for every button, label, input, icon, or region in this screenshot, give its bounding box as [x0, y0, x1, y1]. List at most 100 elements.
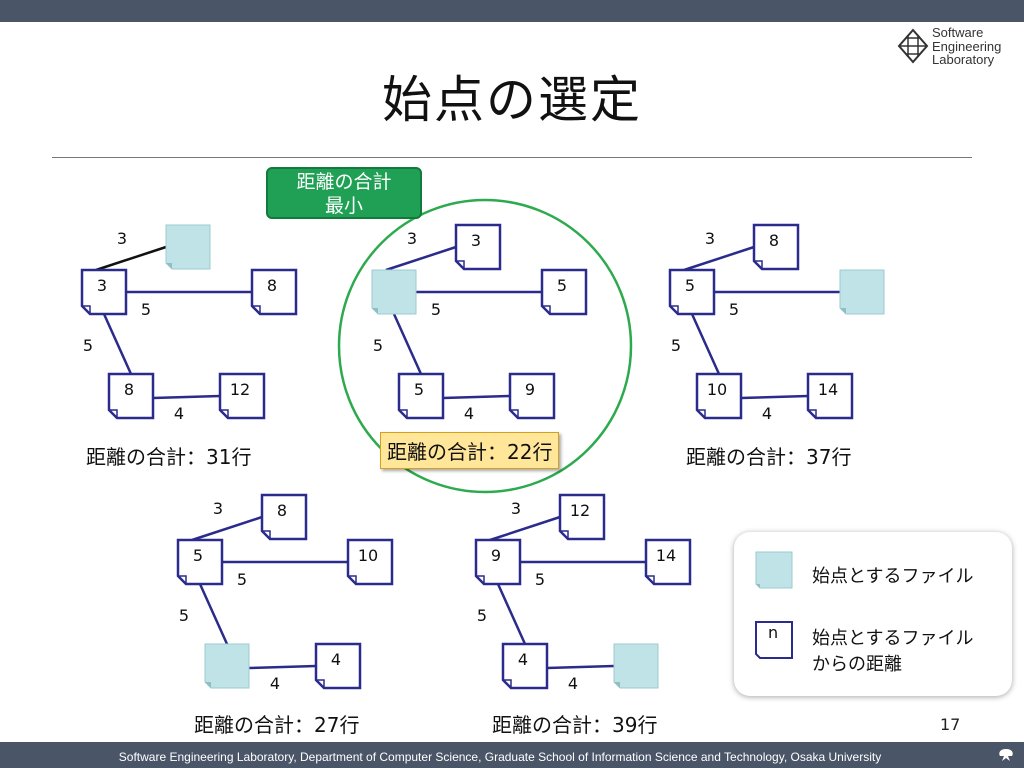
tree-5-total: 距離の合計：39行 [492, 713, 658, 737]
tree-5-file-right-label: 14 [656, 546, 676, 565]
tree-5-file-top: 12 [558, 493, 606, 541]
tree-4-start-file [204, 643, 250, 689]
tree-2-file-bottom-label: 5 [414, 380, 424, 399]
footer-bar: Software Engineering Laboratory, Departm… [0, 742, 1024, 768]
tree-2-file-leaf: 9 [508, 372, 556, 420]
title-rule [52, 157, 972, 158]
tree-1-edge-top [95, 245, 167, 272]
tree-3-weight-bottom: 5 [671, 336, 681, 355]
tree-1-total: 距離の合計：31行 [86, 445, 252, 469]
tree-5-weight-right: 5 [535, 570, 545, 589]
tree-5-file-top-label: 12 [570, 501, 590, 520]
tree-3-file-root: 5 [668, 268, 716, 316]
min-total-callout: 距離の合計 最小 [266, 167, 422, 219]
tree-5-edge-top [489, 515, 561, 542]
tree-3-file-leaf-label: 14 [818, 380, 838, 399]
tree-2-file-right: 5 [540, 268, 588, 316]
tree-2-file-top: 3 [454, 223, 502, 271]
legend-sample-label: n [768, 623, 779, 642]
tree-1: 3 5 5 4 3 8 8 12 [80, 224, 298, 423]
logo-line-1: Software [932, 25, 984, 40]
legend-markers [755, 551, 793, 659]
tree-5-weight-bottom: 5 [477, 606, 487, 625]
tree-1-file-bottom: 8 [107, 372, 155, 420]
tree-1-weight-top: 3 [117, 229, 127, 248]
tree-4-file-top: 8 [260, 493, 308, 541]
tree-4-edge-bottom [198, 583, 229, 645]
tree-3-total: 距離の合計：37行 [686, 445, 852, 469]
tree-3-weight-right: 5 [729, 300, 739, 319]
tree-1-file-leaf-label: 12 [230, 380, 250, 399]
page-number: 17 [940, 715, 961, 734]
tree-4-file-root-label: 5 [193, 546, 203, 565]
logo-line-2: Engineering [932, 38, 1002, 54]
tree-3-file-top: 8 [752, 223, 800, 271]
tree-5-file-bottom: 4 [501, 642, 549, 690]
tree-5-edge-bottom [496, 583, 527, 645]
legend: n 始点とするファイル 始点とするファイル からの距離 [734, 532, 1012, 696]
footer-logo-icon [999, 749, 1013, 761]
tree-2-weight-leaf: 4 [464, 404, 474, 423]
legend-start-label: 始点とするファイル [812, 566, 974, 587]
tree-2-file-bottom: 5 [397, 372, 445, 420]
tree-1-weight-bottom: 5 [83, 336, 93, 355]
tree-5-weight-top: 3 [511, 499, 521, 518]
logo-line-3: Laboratory [932, 52, 995, 67]
tree-4-file-leaf-label: 4 [331, 650, 341, 669]
slide-title: 始点の選定 [382, 71, 642, 129]
tree-5-file-bottom-label: 4 [518, 650, 528, 669]
tree-1-start-file [165, 224, 211, 270]
tree-2-weight-right: 5 [431, 300, 441, 319]
lab-logo-icon [897, 28, 929, 64]
tree-3-file-top-label: 8 [769, 231, 779, 250]
tree-5-weight-leaf: 4 [568, 674, 578, 693]
tree-4-weight-top: 3 [213, 499, 223, 518]
tree-1-edge-leaf [152, 394, 221, 400]
tree-4-file-top-label: 8 [277, 501, 287, 520]
tree-3-weight-leaf: 4 [762, 404, 772, 423]
tree-4-file-root: 5 [176, 538, 224, 586]
tree-3-edge-top [683, 245, 755, 272]
tree-3-edge-leaf [740, 394, 809, 400]
tree-1-file-right-label: 8 [267, 276, 277, 295]
tree-5-file-right: 14 [644, 538, 692, 586]
tree-3: 3 5 5 4 5 8 10 14 [668, 223, 885, 423]
tree-4-file-leaf: 4 [314, 642, 362, 690]
tree-1-edge-bottom [102, 313, 133, 375]
tree-1-weight-right: 5 [141, 300, 151, 319]
tree-4-edge-top [191, 515, 263, 542]
tree-3-file-bottom-label: 10 [707, 380, 727, 399]
tree-3-weight-top: 3 [705, 229, 715, 248]
tree-3-start-file [839, 269, 885, 315]
top-bar [0, 0, 1024, 22]
tree-1-file-bottom-label: 8 [124, 380, 134, 399]
tree-4-file-right-label: 10 [358, 546, 378, 565]
tree-2-file-right-label: 5 [557, 276, 567, 295]
tree-4-weight-leaf: 4 [270, 674, 280, 693]
tree-1-weight-leaf: 4 [174, 404, 184, 423]
tree-2-edge-top [385, 245, 457, 272]
tree-3-edge-bottom [690, 313, 721, 375]
tree-1-file-root: 3 [80, 268, 128, 316]
tree-5-edge-leaf [546, 664, 615, 670]
tree-3-file-root-label: 5 [685, 276, 695, 295]
tree-5-file-root-label: 9 [491, 546, 501, 565]
tree-2-file-leaf-label: 9 [525, 380, 535, 399]
tree-5-file-root: 9 [474, 538, 522, 586]
tree-4-total: 距離の合計：27行 [194, 713, 360, 737]
min-total-circle [337, 198, 633, 494]
tree-4-file-right: 10 [346, 538, 394, 586]
min-total-callout-text: 距離の合計 最小 [296, 171, 392, 217]
tree-2-file-top-label: 3 [471, 231, 481, 250]
tree-1-file-root-label: 3 [97, 276, 107, 295]
tree-2-start-file [371, 269, 417, 315]
tree-2-weight-bottom: 5 [373, 336, 383, 355]
tree-4-weight-right: 5 [237, 570, 247, 589]
tree-4-weight-bottom: 5 [179, 606, 189, 625]
tree-2-edge-bottom [392, 313, 423, 375]
tree-2-edge-leaf [442, 394, 511, 400]
tree-3-file-bottom: 10 [695, 372, 743, 420]
tree-2-total: 距離の合計：22行 [380, 432, 560, 469]
